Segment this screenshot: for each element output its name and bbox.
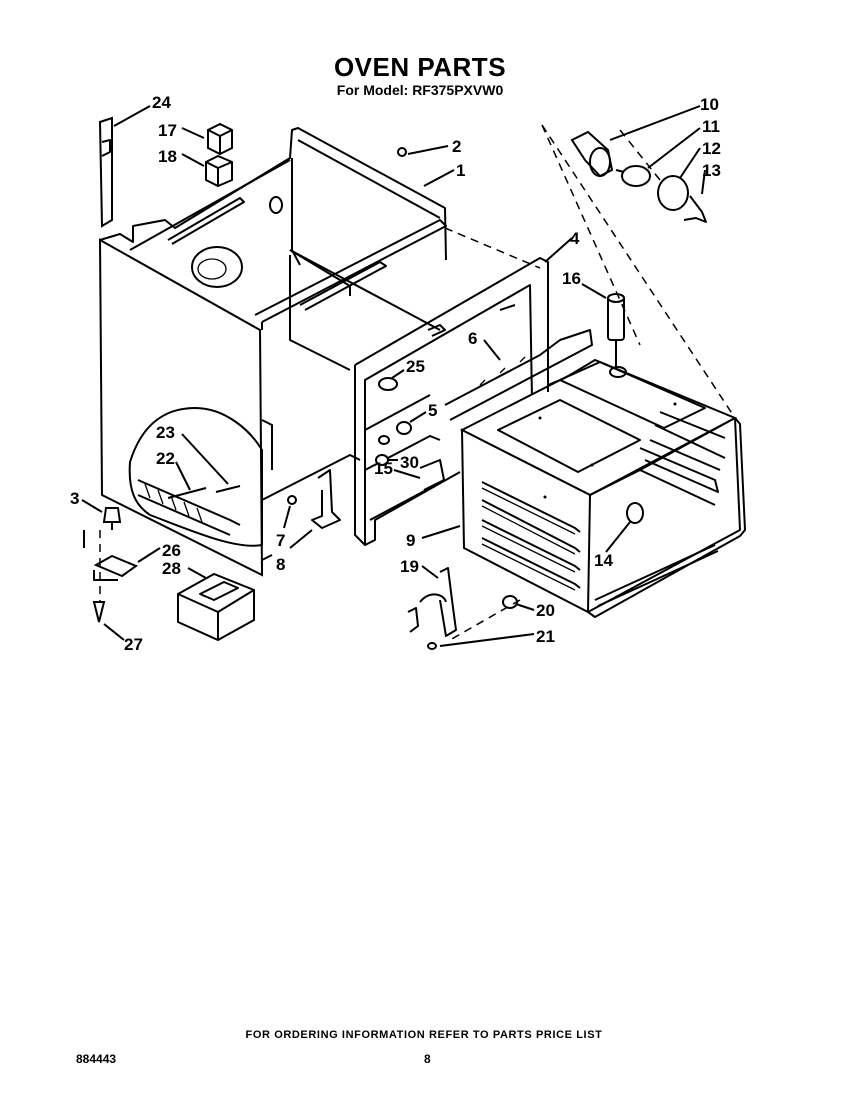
- callout-28: 28: [162, 559, 181, 578]
- callout-15: 15: [374, 459, 393, 478]
- oven-liner: [444, 329, 746, 618]
- part-8-hinge: [311, 469, 341, 529]
- callout-14: 14: [594, 551, 613, 570]
- part-5-bushing: [378, 421, 412, 445]
- document-number: 884443: [76, 1052, 117, 1066]
- callout-11: 11: [702, 117, 720, 136]
- part-28-anti-tip-kit: [177, 572, 255, 642]
- callout-27: 27: [124, 635, 143, 654]
- part-20-grommet: [502, 595, 518, 609]
- callout-21: 21: [536, 627, 555, 646]
- callout-10: 10: [700, 95, 719, 114]
- part-19-door-hinge: [407, 567, 457, 637]
- callout-24: 24: [152, 93, 171, 112]
- part-18-knob: [205, 154, 233, 188]
- part-22-spring: [167, 487, 207, 499]
- callout-6: 6: [468, 329, 477, 348]
- callout-25: 25: [406, 357, 425, 376]
- part-16-pin: [607, 293, 627, 378]
- part-24-bracket: [98, 116, 113, 228]
- callout-22: 22: [156, 449, 175, 468]
- callout-17: 17: [158, 121, 177, 140]
- ordering-note: FOR ORDERING INFORMATION REFER TO PARTS …: [245, 1029, 603, 1041]
- part-27-screw: [92, 601, 106, 623]
- part-13-clip: [683, 195, 707, 223]
- callout-13: 13: [702, 161, 721, 180]
- callout-8: 8: [276, 555, 285, 574]
- page-title: OVEN PARTS: [333, 52, 507, 82]
- part-10-light-socket: [570, 130, 614, 178]
- callout-20: 20: [536, 601, 555, 620]
- callout-3: 3: [70, 489, 79, 508]
- part-17-knob: [207, 122, 233, 156]
- callout-2: 2: [452, 137, 461, 156]
- reference-lines: [444, 124, 736, 641]
- callout-30: 30: [400, 453, 419, 472]
- callout-23: 23: [156, 423, 175, 442]
- part-3-leveling-leg: [102, 507, 122, 530]
- callout-1: 1: [456, 161, 465, 180]
- callout-5: 5: [428, 401, 437, 420]
- model-subtitle: For Model: RF375PXVW0: [336, 82, 504, 98]
- callout-18: 18: [158, 147, 177, 166]
- callout-labels: 24 17 18 2 1 10 11 12 13 4 16 6 25 5 23 …: [70, 93, 721, 654]
- callout-19: 19: [400, 557, 419, 576]
- part-12-lens: [657, 175, 689, 211]
- part-11-bulb: [615, 165, 651, 187]
- callout-12: 12: [702, 139, 721, 158]
- part-25-grommet: [378, 377, 398, 391]
- part-21-screw: [427, 642, 437, 650]
- part-15-bracket: [419, 459, 445, 491]
- part-26-anti-tip-bracket: [83, 530, 139, 610]
- leader-lines: [81, 105, 706, 647]
- part-7-screw: [287, 495, 297, 505]
- callout-7: 7: [276, 531, 285, 550]
- page-number: 8: [424, 1052, 431, 1066]
- callout-26: 26: [162, 541, 181, 560]
- part-23-spring: [215, 485, 241, 493]
- callout-16: 16: [562, 269, 581, 288]
- part-2-screw: [397, 147, 407, 157]
- callout-9: 9: [406, 531, 415, 550]
- callout-4: 4: [570, 229, 580, 248]
